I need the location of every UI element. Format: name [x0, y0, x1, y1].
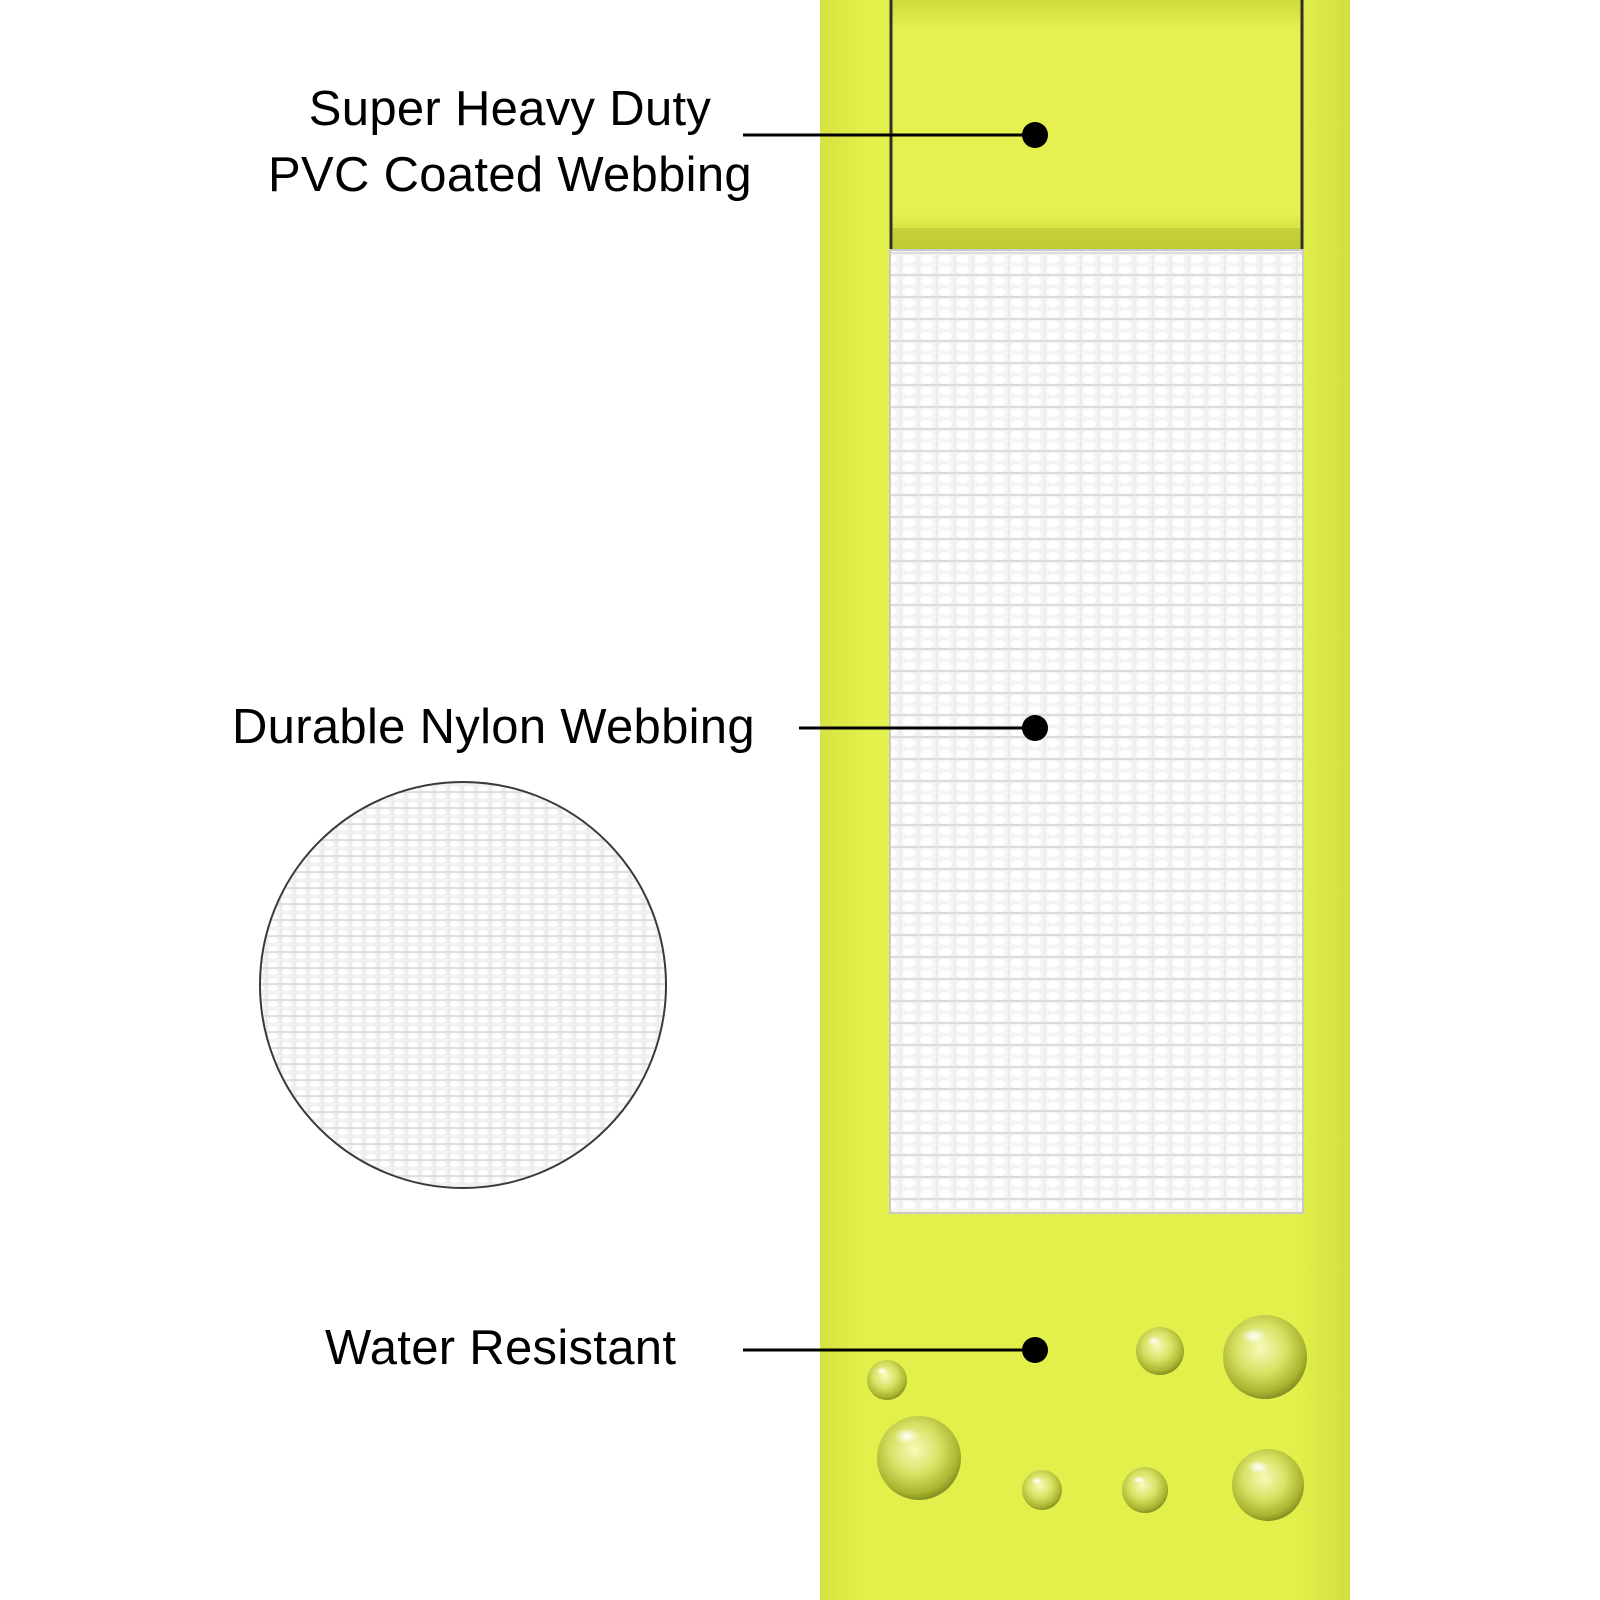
water-droplets — [867, 1315, 1307, 1521]
callout-leader-nylon — [799, 715, 1048, 741]
nylon-webbing — [890, 250, 1303, 1213]
callout-label-pvc: Super Heavy Duty PVC Coated Webbing — [258, 76, 762, 208]
callout-dot-nylon — [1022, 715, 1048, 741]
water-droplet-icon — [1232, 1449, 1304, 1521]
callout-dot-pvc — [1022, 122, 1048, 148]
water-droplet-icon — [1022, 1470, 1062, 1510]
callout-dot-water — [1022, 1337, 1048, 1363]
pvc-top-section — [890, 0, 1303, 250]
nylon-texture-swatch — [259, 781, 667, 1189]
callout-label-nylon: Durable Nylon Webbing — [232, 700, 755, 754]
callout-label-water: Water Resistant — [325, 1321, 677, 1375]
water-droplet-icon — [877, 1416, 961, 1500]
callout-label-pvc-line1: Super Heavy Duty — [308, 82, 712, 136]
water-droplet-icon — [1122, 1467, 1168, 1513]
water-droplet-icon — [867, 1360, 907, 1400]
callout-leader-pvc — [743, 122, 1048, 148]
callout-leader-water — [743, 1337, 1048, 1363]
callout-label-pvc-line2: PVC Coated Webbing — [268, 148, 752, 202]
water-droplet-icon — [1136, 1327, 1184, 1375]
water-droplet-icon — [1223, 1315, 1307, 1399]
